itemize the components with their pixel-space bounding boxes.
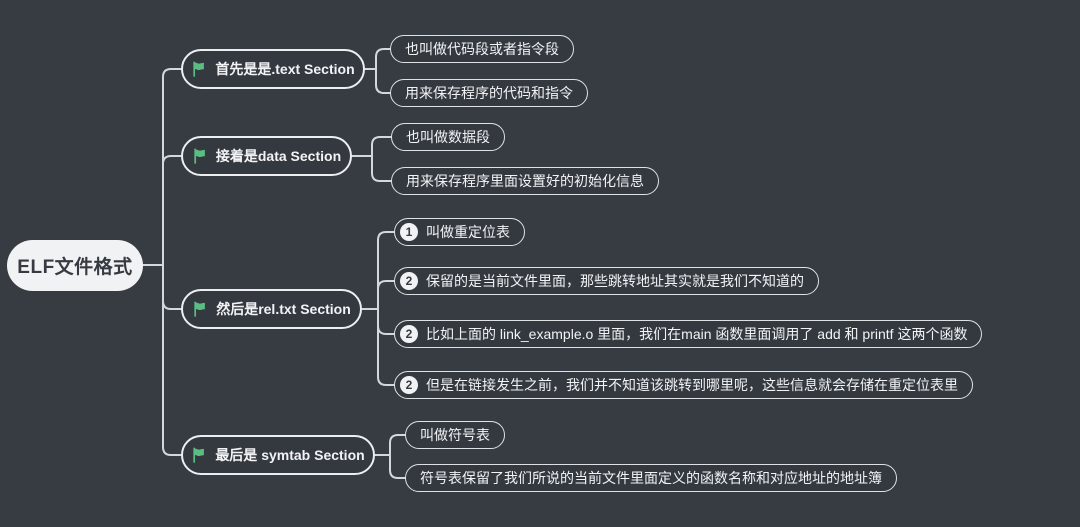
branch-node-data-section[interactable]: 接着是data Section bbox=[181, 136, 352, 176]
number-badge: 1 bbox=[400, 223, 418, 241]
number-badge: 2 bbox=[400, 325, 418, 343]
root-label: ELF文件格式 bbox=[17, 257, 133, 278]
leaf-node[interactable]: 2 比如上面的 link_example.o 里面，我们在main 函数里面调用… bbox=[394, 320, 983, 348]
leaf-label: 用来保存程序的代码和指令 bbox=[405, 85, 573, 101]
leaf-label: 叫做符号表 bbox=[420, 427, 490, 443]
branch-node-symtab-section[interactable]: 最后是 symtab Section bbox=[181, 435, 375, 475]
leaf-label: 也叫做代码段或者指令段 bbox=[405, 41, 559, 57]
leaf-node[interactable]: 叫做符号表 bbox=[405, 421, 505, 449]
leaf-label: 也叫做数据段 bbox=[406, 129, 490, 145]
flag-icon bbox=[194, 148, 205, 164]
leaf-label: 用来保存程序里面设置好的初始化信息 bbox=[406, 173, 644, 189]
flag-icon bbox=[193, 447, 205, 463]
branch-node-text-section[interactable]: 首先是是.text Section bbox=[181, 49, 365, 89]
leaf-node[interactable]: 1 叫做重定位表 bbox=[394, 218, 525, 246]
flag-icon bbox=[193, 61, 205, 77]
leaf-label: 保留的是当前文件里面，那些跳转地址其实就是我们不知道的 bbox=[426, 273, 804, 289]
leaf-node[interactable]: 用来保存程序里面设置好的初始化信息 bbox=[391, 167, 659, 195]
leaf-node[interactable]: 符号表保留了我们所说的当前文件里面定义的函数名称和对应地址的地址簿 bbox=[405, 464, 897, 492]
leaf-node[interactable]: 也叫做数据段 bbox=[391, 123, 505, 151]
leaf-node[interactable]: 2 保留的是当前文件里面，那些跳转地址其实就是我们不知道的 bbox=[394, 267, 819, 295]
leaf-label: 叫做重定位表 bbox=[426, 224, 510, 240]
leaf-label: 但是在链接发生之前，我们并不知道该跳转到哪里呢，这些信息就会存储在重定位表里 bbox=[426, 377, 958, 393]
leaf-label: 符号表保留了我们所说的当前文件里面定义的函数名称和对应地址的地址簿 bbox=[420, 470, 882, 486]
leaf-label: 比如上面的 link_example.o 里面，我们在main 函数里面调用了 … bbox=[426, 326, 968, 342]
root-node[interactable]: ELF文件格式 bbox=[7, 240, 143, 291]
number-badge: 2 bbox=[400, 376, 418, 394]
leaf-node[interactable]: 2 但是在链接发生之前，我们并不知道该跳转到哪里呢，这些信息就会存储在重定位表里 bbox=[394, 371, 973, 399]
number-badge: 2 bbox=[400, 272, 418, 290]
branch-label: 接着是data Section bbox=[215, 148, 342, 164]
branch-label: 首先是是.text Section bbox=[215, 61, 355, 77]
branch-node-rel-txt-section[interactable]: 然后是rel.txt Section bbox=[181, 289, 362, 329]
flag-icon bbox=[194, 301, 206, 317]
branch-label: 最后是 symtab Section bbox=[215, 447, 365, 463]
leaf-node[interactable]: 也叫做代码段或者指令段 bbox=[390, 35, 574, 63]
branch-label: 然后是rel.txt Section bbox=[216, 301, 351, 317]
leaf-node[interactable]: 用来保存程序的代码和指令 bbox=[390, 79, 588, 107]
